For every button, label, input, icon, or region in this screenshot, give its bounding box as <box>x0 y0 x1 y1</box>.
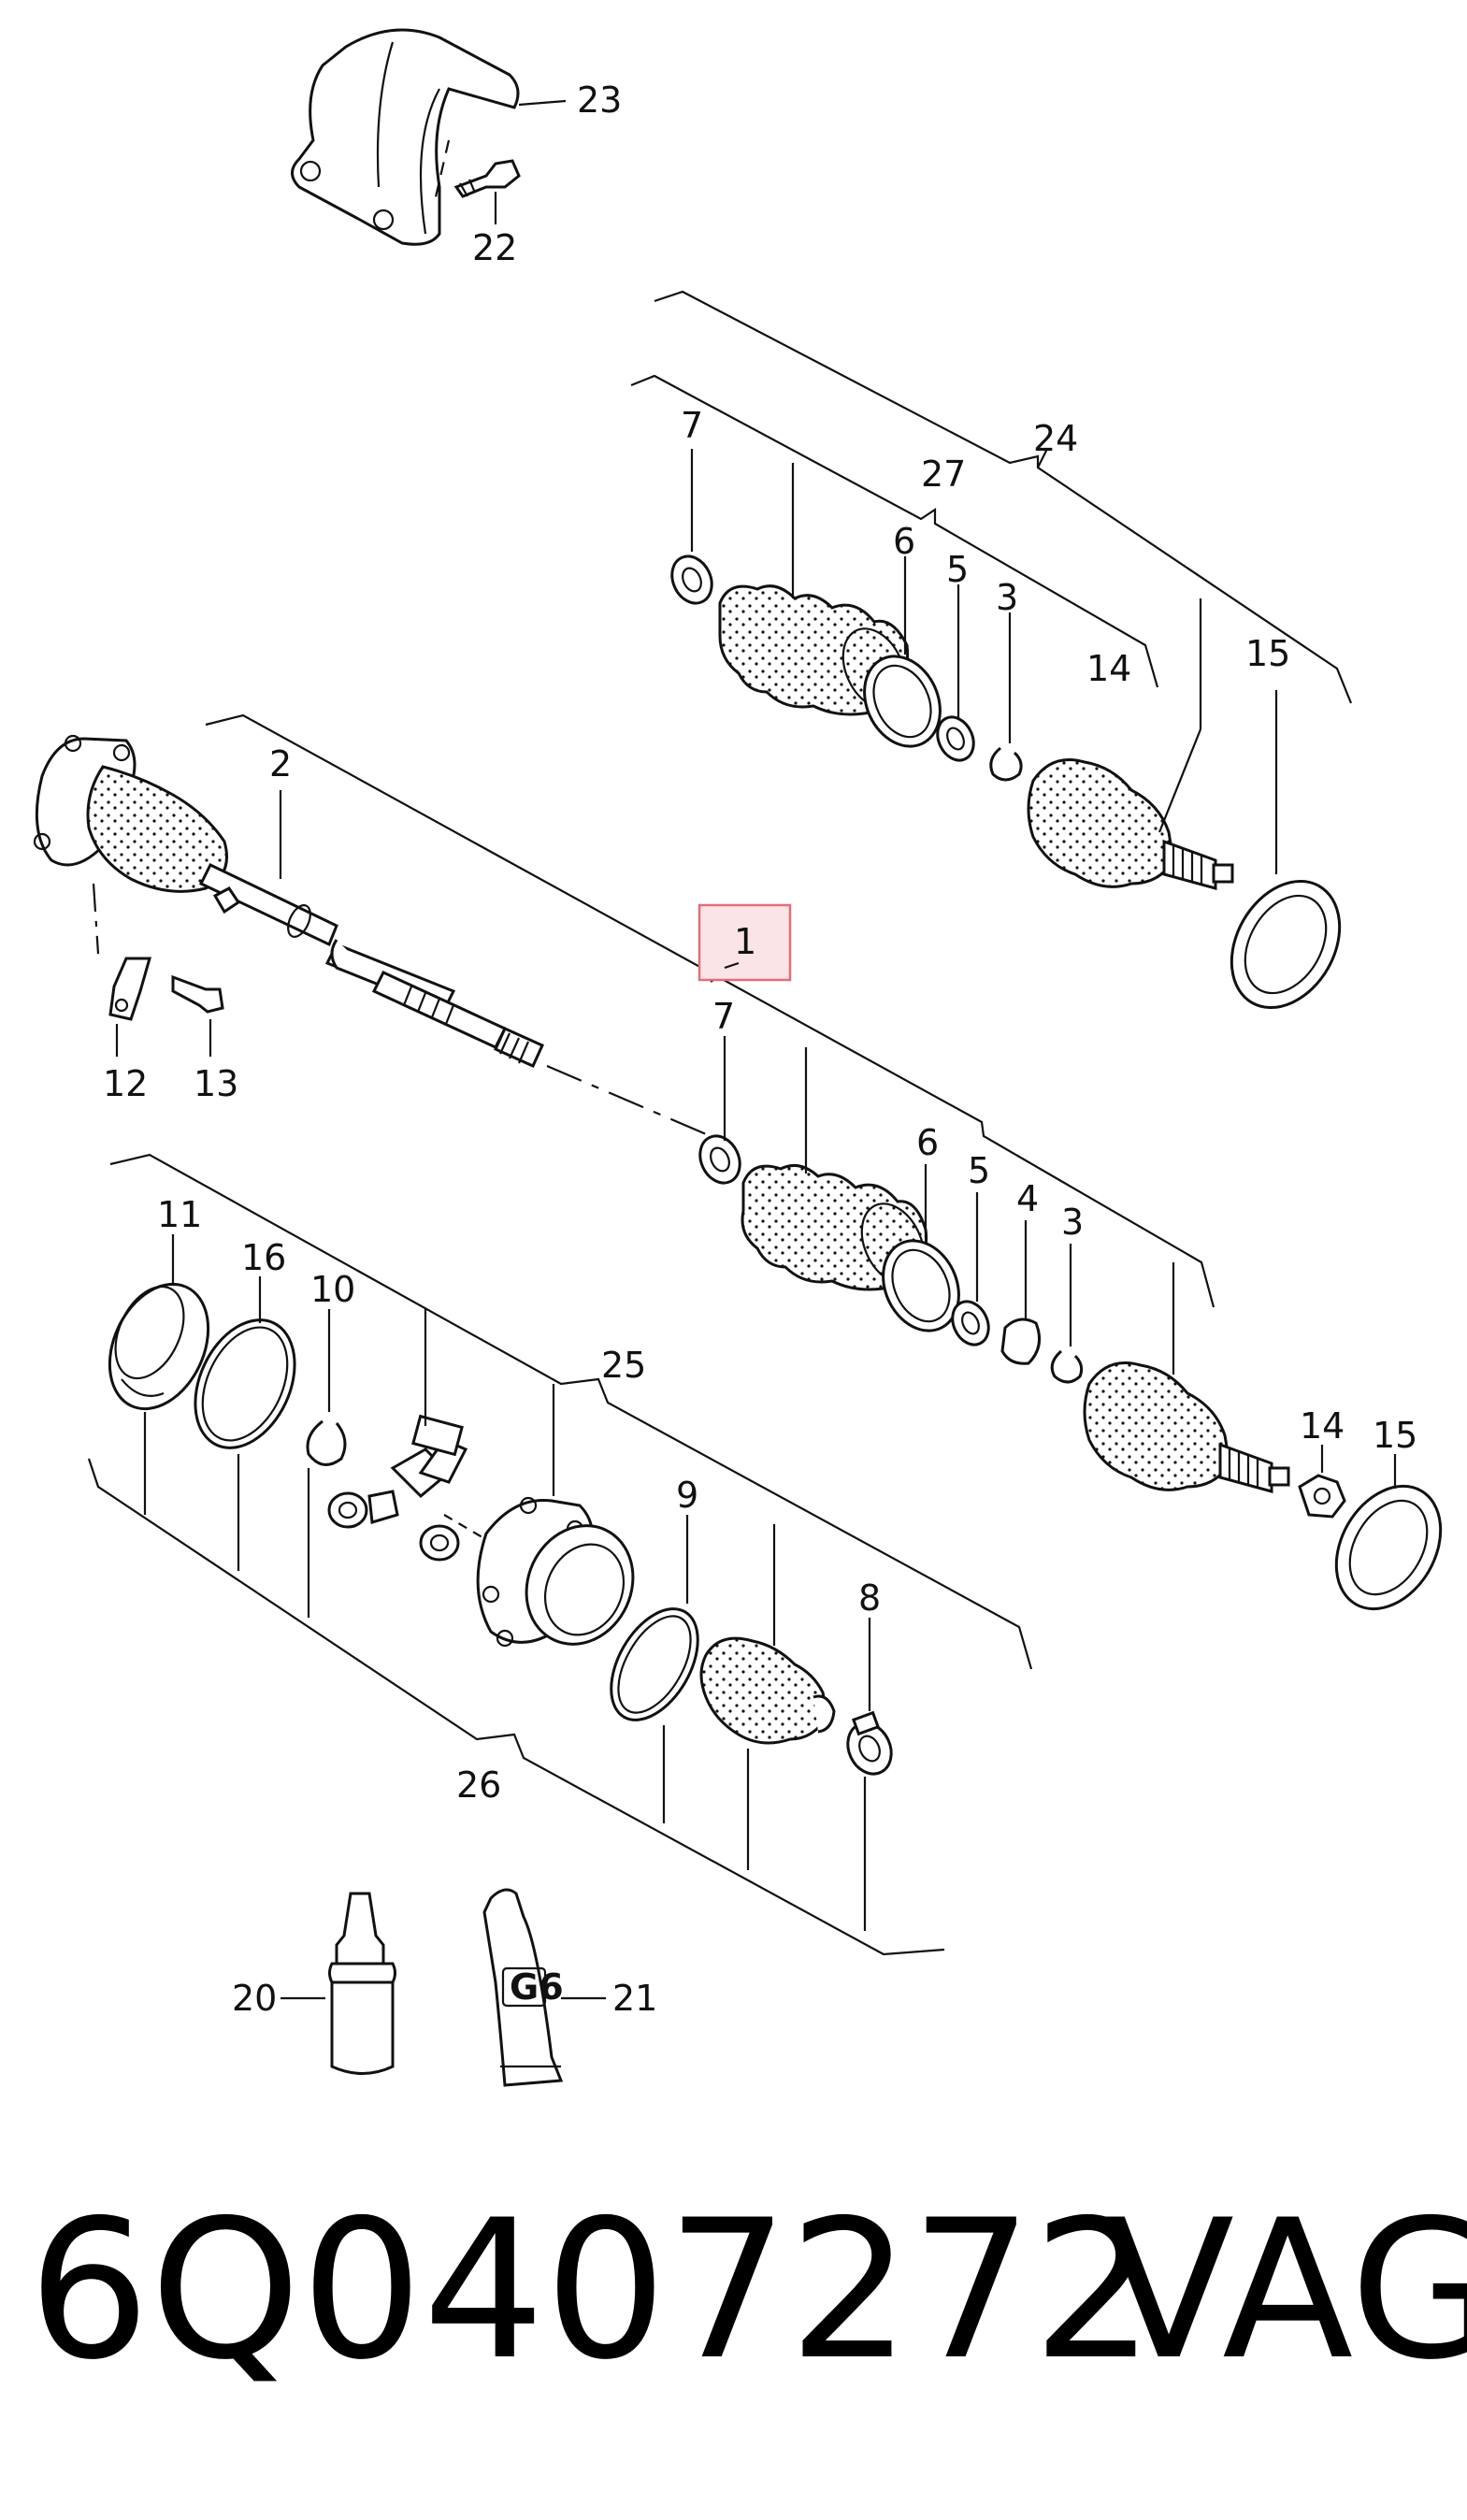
dished-washer <box>1000 1318 1042 1365</box>
callout-24: 24 <box>1033 418 1078 459</box>
drive-shaft <box>198 863 338 947</box>
callout-10: 10 <box>310 1269 355 1310</box>
callout-23: 23 <box>577 79 622 121</box>
callout-3b: 3 <box>1061 1202 1084 1243</box>
tube-marking: G6 <box>510 1966 564 2008</box>
callout-5: 5 <box>946 549 969 590</box>
callout-14b: 14 <box>1300 1405 1345 1447</box>
grease-tube <box>482 1888 564 2087</box>
callout-9: 9 <box>676 1475 698 1516</box>
callout-15: 15 <box>1245 633 1290 674</box>
joint-housing <box>476 1496 635 1648</box>
callout-27: 27 <box>921 454 966 495</box>
seal-ring-upper <box>1230 879 1342 1010</box>
boot-lower <box>699 1636 829 1745</box>
callout-3: 3 <box>996 577 1018 618</box>
callout-25: 25 <box>601 1345 646 1386</box>
clamp-upper <box>670 554 713 605</box>
bolt-part <box>453 159 521 198</box>
boot-upper <box>718 584 910 716</box>
callout-11: 11 <box>157 1194 202 1235</box>
callout-7: 7 <box>681 405 703 446</box>
part-number-footer: 6Q0407272 VAG <box>28 2151 1467 2431</box>
cv-joint-upper <box>1027 758 1175 888</box>
callout-6: 6 <box>893 521 915 562</box>
retaining-ring <box>610 1607 699 1721</box>
callout-22: 22 <box>472 227 517 268</box>
clip-ring-upper <box>863 655 942 748</box>
clamp-main <box>698 1134 741 1185</box>
callout-15b: 15 <box>1373 1415 1417 1456</box>
snap-ring <box>306 1419 347 1466</box>
brand-name: VAG <box>1103 2180 1467 2402</box>
callout-2: 2 <box>269 743 292 785</box>
callout-16: 16 <box>241 1237 286 1278</box>
callout-5b: 5 <box>968 1150 990 1191</box>
callout-6b: 6 <box>916 1122 939 1163</box>
callout-13: 13 <box>194 1063 238 1104</box>
callout-1: 1 <box>734 921 756 962</box>
highlight-box <box>698 903 792 982</box>
callout-20: 20 <box>232 1978 277 2019</box>
callout-7b: 7 <box>712 996 735 1037</box>
cv-joint-main <box>1083 1361 1231 1491</box>
heat-shield-part <box>291 28 520 246</box>
washer-main <box>951 1300 990 1346</box>
clip-ring-main <box>882 1239 960 1332</box>
circlip-main <box>1050 1349 1084 1384</box>
seal-ring-main <box>1334 1484 1443 1611</box>
grease-bottle <box>328 1892 396 2075</box>
callout-26: 26 <box>456 1764 501 1806</box>
callout-21: 21 <box>612 1978 657 2019</box>
callout-8: 8 <box>858 1577 881 1619</box>
cv-joint-left <box>33 734 228 893</box>
circlip-upper <box>989 746 1023 782</box>
callout-14: 14 <box>1086 648 1131 689</box>
bracket-part <box>108 957 151 1021</box>
washer-upper <box>936 715 975 762</box>
part-number: 6Q0407272 <box>28 2180 1155 2402</box>
callout-4: 4 <box>1016 1178 1039 1219</box>
nut-part <box>1298 1474 1346 1519</box>
callout-12: 12 <box>103 1063 148 1104</box>
bolt-small-part <box>171 974 224 1014</box>
